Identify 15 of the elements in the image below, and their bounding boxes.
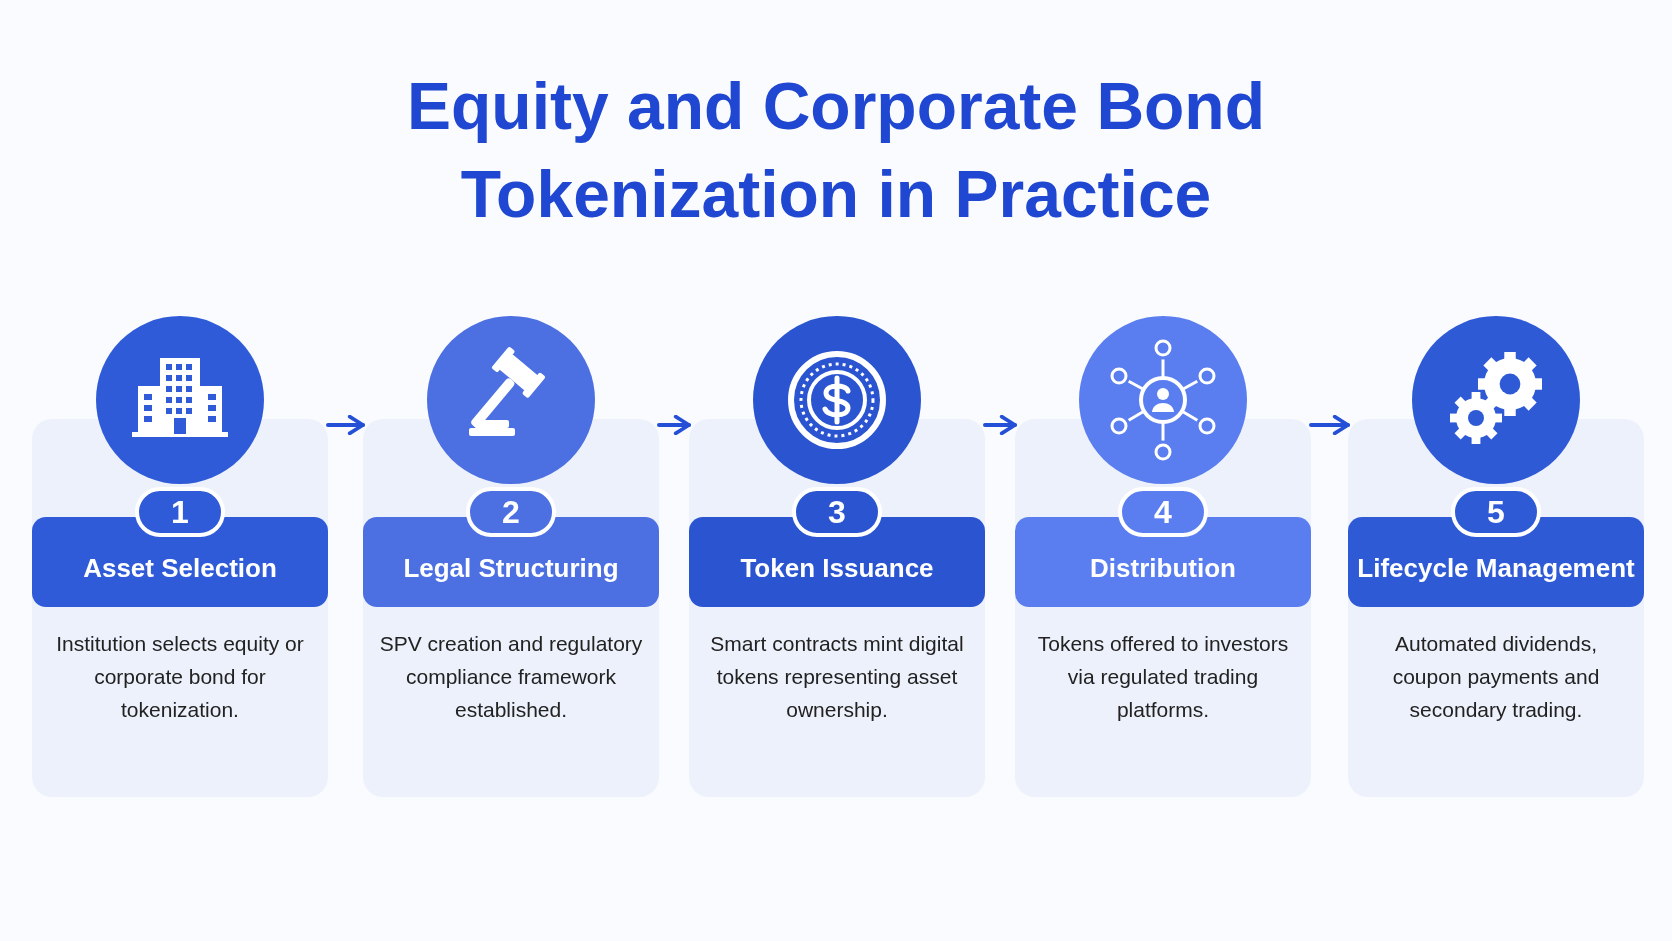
step-description: Tokens offered to investors via regulated trading platforms.	[1036, 631, 1290, 723]
step-card	[1015, 419, 1311, 797]
title: Equity and Corporate Bond Tokenization in Practice	[406, 68, 1266, 233]
step-card	[363, 419, 659, 797]
step-description: SPV creation and regulatory compliance framework established.	[378, 631, 644, 723]
arrow	[657, 414, 691, 436]
step-card	[689, 419, 985, 797]
step-card	[1348, 419, 1644, 797]
arrow	[983, 414, 1017, 436]
step-description: Automated dividends, coupon payments and secondary trading.	[1391, 631, 1601, 723]
step-description: Smart contracts mint digital tokens representing asset ownership.	[709, 631, 965, 723]
arrow	[326, 414, 365, 436]
arrow	[1309, 414, 1350, 436]
step-description: Institution selects equity or corporate bond for tokenization.	[55, 631, 305, 723]
step-card	[32, 419, 328, 797]
